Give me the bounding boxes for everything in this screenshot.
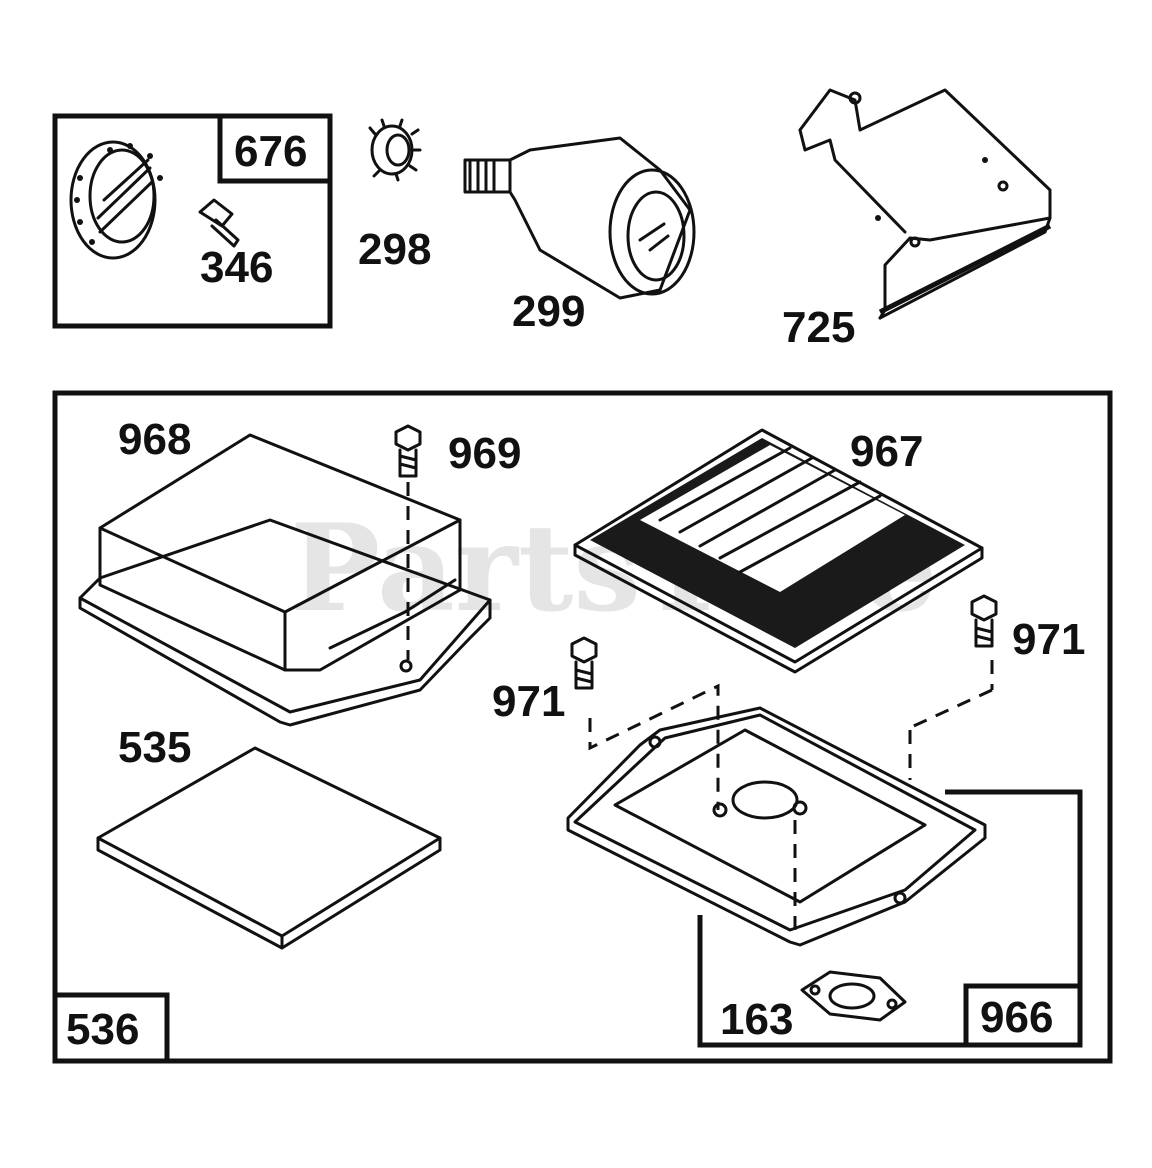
- label-971-left[interactable]: 971: [492, 677, 565, 726]
- label-535[interactable]: 535: [118, 723, 191, 772]
- label-725[interactable]: 725: [782, 303, 855, 352]
- label-676[interactable]: 676: [234, 127, 307, 176]
- label-346[interactable]: 346: [200, 243, 273, 292]
- prefilter-535-part[interactable]: [96, 746, 442, 950]
- kit-966-label-box: [963, 983, 1083, 1048]
- filter-967-part[interactable]: [573, 428, 984, 674]
- label-298[interactable]: 298: [358, 225, 431, 274]
- label-163[interactable]: 163: [720, 995, 793, 1044]
- label-971-right[interactable]: 971: [1012, 615, 1085, 664]
- label-966[interactable]: 966: [980, 993, 1053, 1042]
- cover-968-part[interactable]: [78, 433, 492, 727]
- knob-cover-part[interactable]: [69, 140, 163, 260]
- label-536[interactable]: 536: [66, 1005, 139, 1054]
- element-299-part[interactable]: [463, 136, 696, 300]
- screw-971-left-part[interactable]: [570, 636, 720, 810]
- gasket-163-part[interactable]: [800, 970, 907, 1022]
- label-968[interactable]: 968: [118, 415, 191, 464]
- kit-676-frame: [52, 113, 333, 329]
- kit-536-frame: [52, 390, 1113, 1064]
- screw-969-part[interactable]: [394, 424, 422, 660]
- bracket-725-part[interactable]: [798, 88, 1052, 320]
- base-966-part[interactable]: [566, 706, 987, 947]
- kit-676-group: 676 346: [52, 113, 333, 329]
- screw-346-part[interactable]: [198, 198, 240, 248]
- label-967[interactable]: 967: [850, 427, 923, 476]
- label-969[interactable]: 969: [448, 429, 521, 478]
- kit-536-label-box: [52, 992, 170, 1064]
- kit-536-group: 536 968 969 967: [52, 390, 1113, 1064]
- kit-676-label-box: [217, 113, 333, 184]
- screw-971-right-part[interactable]: [904, 594, 998, 780]
- label-299[interactable]: 299: [512, 287, 585, 336]
- nut-298-part[interactable]: [368, 118, 422, 182]
